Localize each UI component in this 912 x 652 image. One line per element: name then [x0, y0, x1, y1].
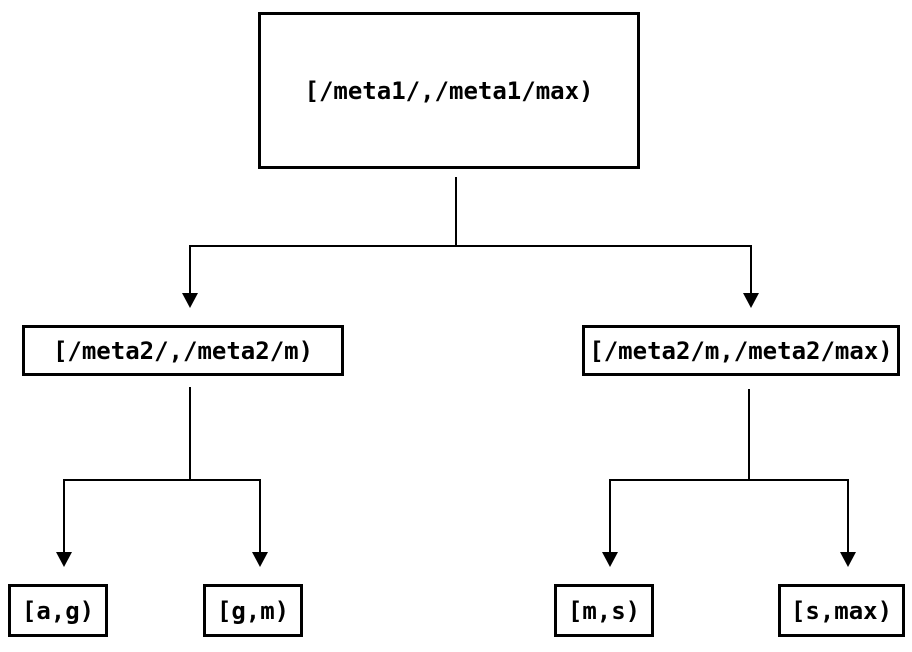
- arrow-down-icon: [743, 293, 759, 308]
- edge-root-branch-bar: [189, 245, 752, 247]
- edge-meta2-high-branch-bar: [609, 479, 849, 481]
- edge-meta2-low-branch-bar: [63, 479, 261, 481]
- edge-meta2-high-to-leaf-m-s: [609, 479, 611, 553]
- arrow-down-icon: [56, 552, 72, 567]
- node-meta2-low-range: [/meta2/,/meta2/m): [22, 325, 344, 376]
- edge-meta2-low-to-leaf-g-m: [259, 479, 261, 553]
- arrow-down-icon: [252, 552, 268, 567]
- node-leaf-a-g: [a,g): [8, 584, 108, 637]
- edge-root-to-meta2-low: [189, 245, 191, 294]
- node-leaf-g-m: [g,m): [203, 584, 303, 637]
- arrow-down-icon: [840, 552, 856, 567]
- arrow-down-icon: [602, 552, 618, 567]
- edge-root-to-meta2-high: [750, 245, 752, 294]
- edge-meta2-high-stem: [748, 389, 750, 481]
- node-meta2-high-range: [/meta2/m,/meta2/max): [582, 325, 900, 376]
- node-leaf-m-s: [m,s): [554, 584, 654, 637]
- edge-meta2-low-stem: [189, 387, 191, 481]
- arrow-down-icon: [182, 293, 198, 308]
- edge-meta2-high-to-leaf-s-max: [847, 479, 849, 553]
- edge-root-stem: [455, 177, 457, 247]
- edge-meta2-low-to-leaf-a-g: [63, 479, 65, 553]
- node-root-meta1-range: [/meta1/,/meta1/max): [258, 12, 640, 169]
- node-leaf-s-max: [s,max): [778, 584, 905, 637]
